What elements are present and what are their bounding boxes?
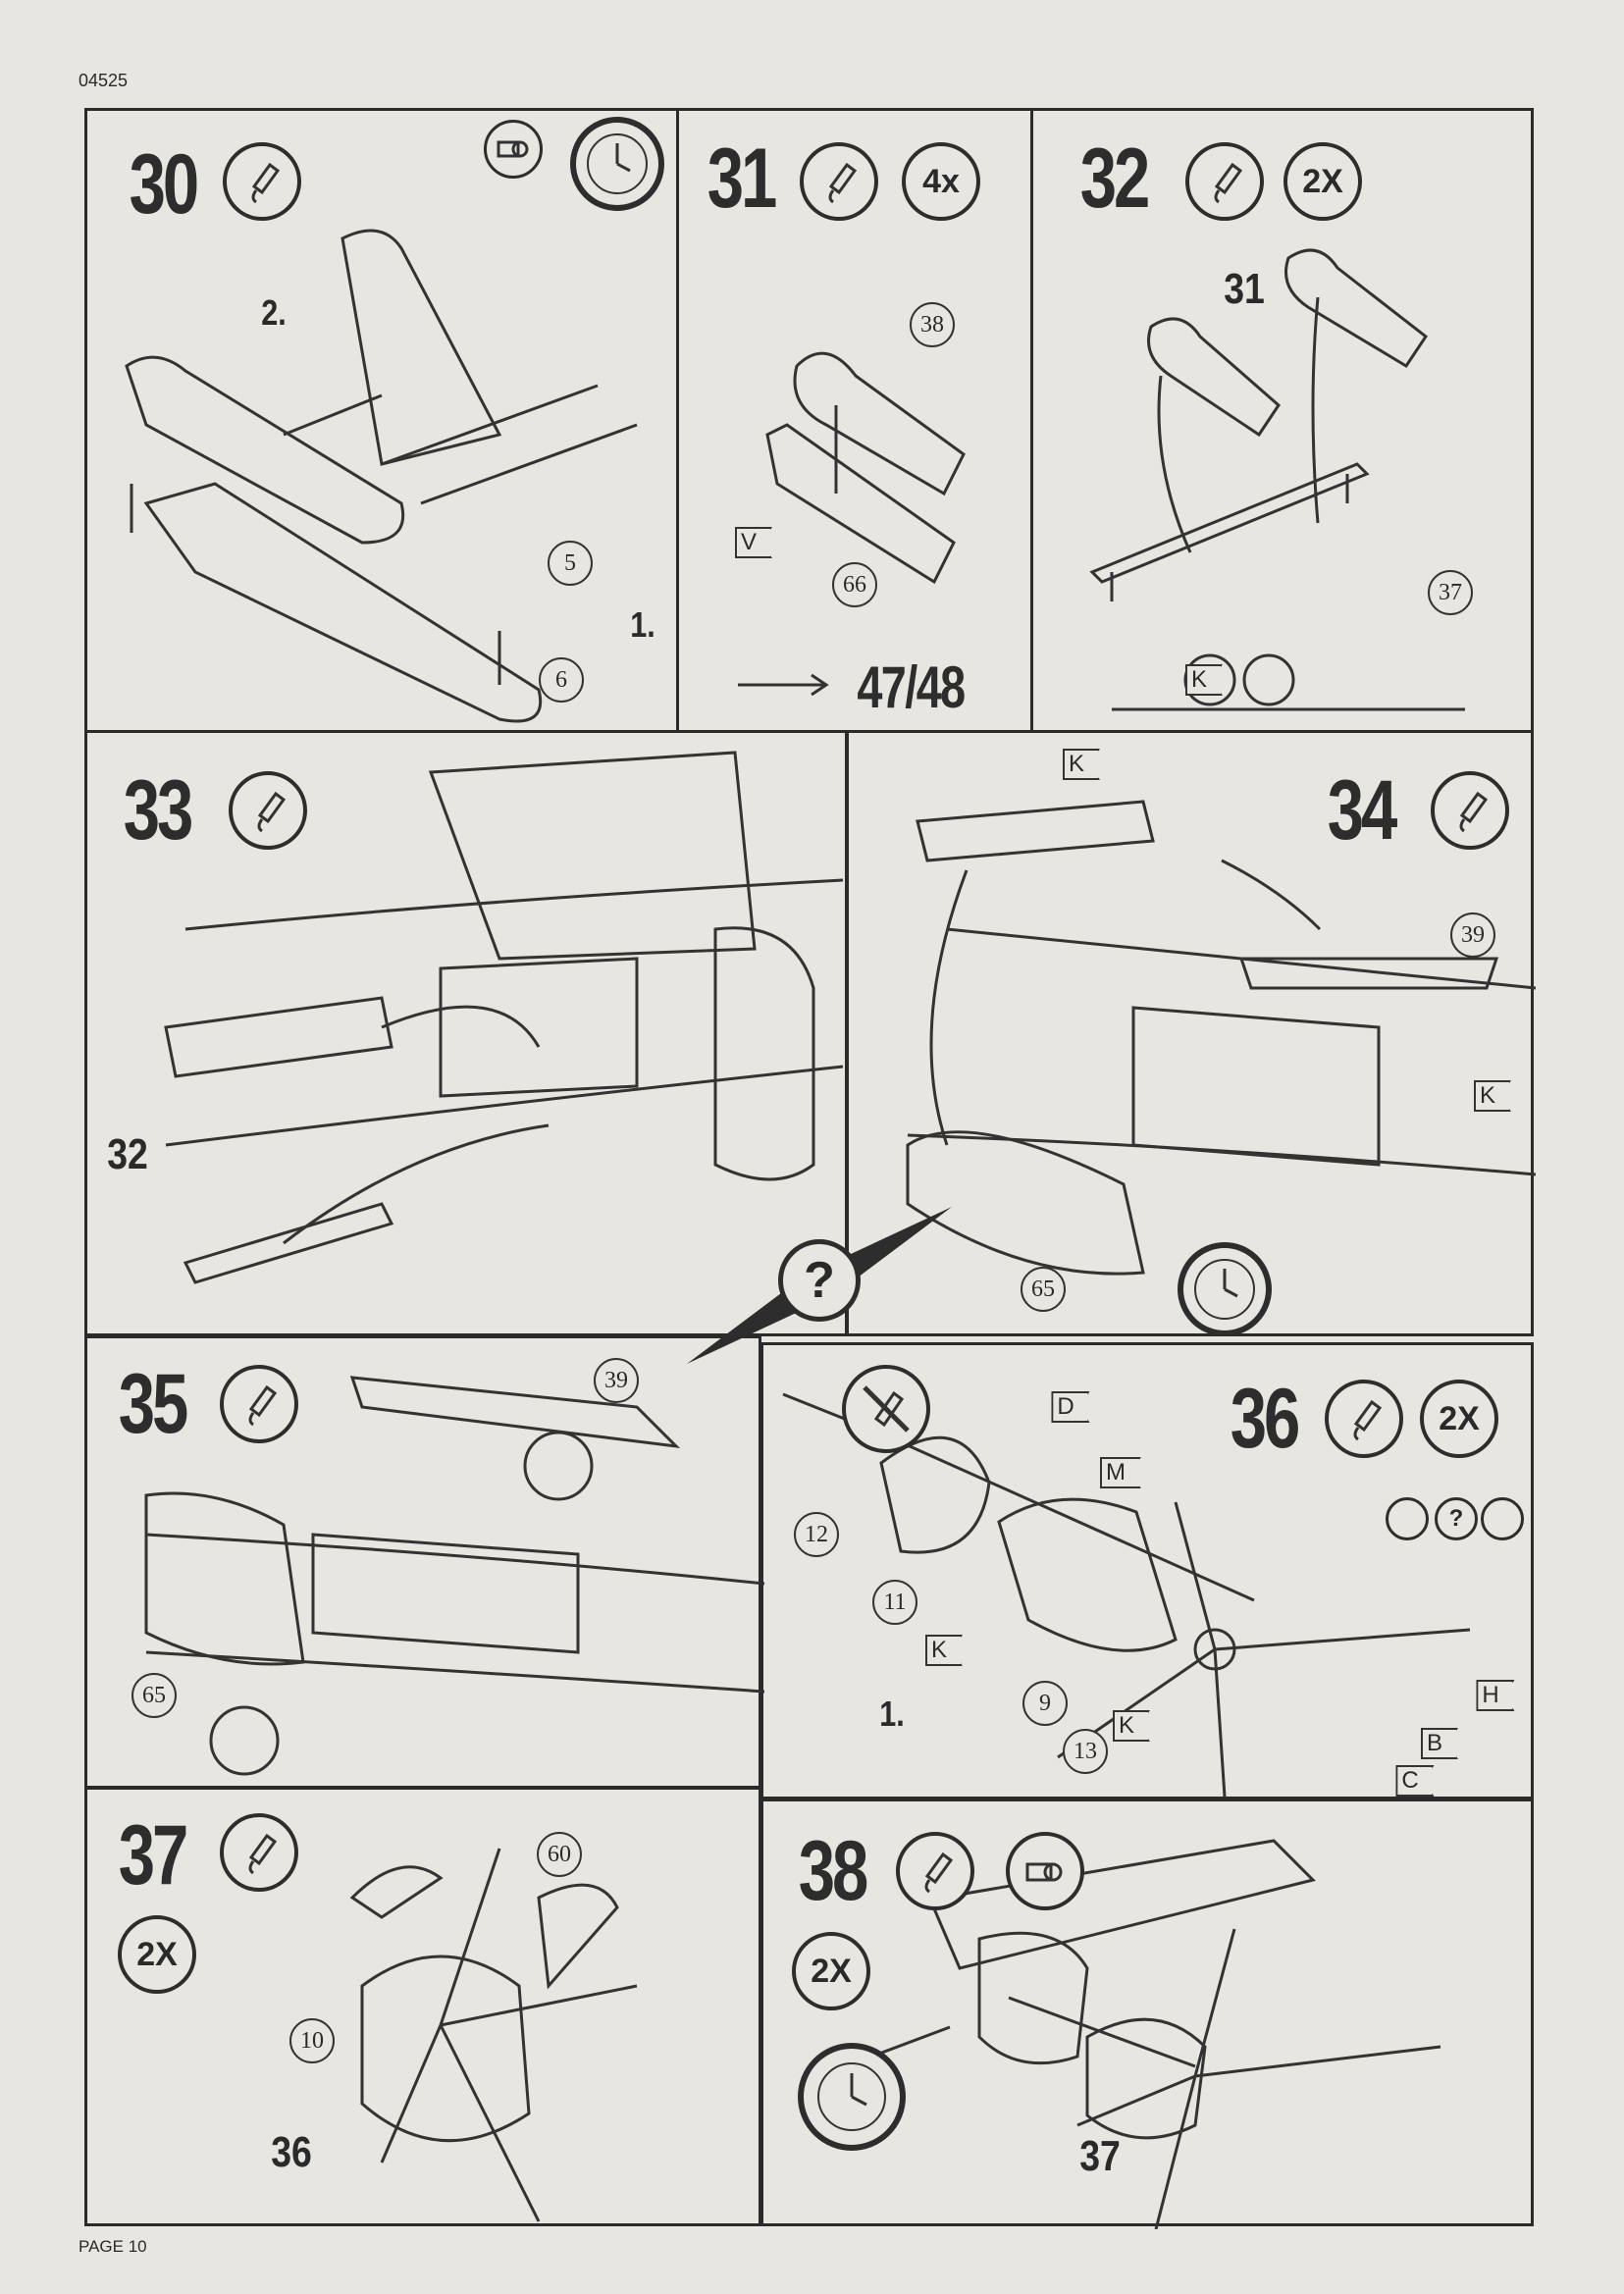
part-callout: 38 bbox=[910, 302, 955, 347]
step-32-panel: 32 2X 31 37 K bbox=[1030, 108, 1534, 733]
quantity-badge: 4x bbox=[902, 142, 980, 221]
step-number: 31 bbox=[707, 131, 777, 226]
glue-icon bbox=[1325, 1380, 1403, 1458]
question-icon: ? bbox=[778, 1239, 861, 1322]
step-30-panel: 30 2. 5 6 1. bbox=[84, 108, 679, 733]
engine-propeller-drawing bbox=[782, 1392, 1471, 1797]
part-callout: 13 bbox=[1063, 1729, 1108, 1774]
quantity-badge: 2X bbox=[118, 1915, 196, 1994]
step-number: 32 bbox=[1079, 131, 1150, 226]
quantity-badge: 2X bbox=[1283, 142, 1362, 221]
bomb-drawing bbox=[738, 351, 966, 697]
glue-icon bbox=[1386, 1497, 1429, 1540]
part-callout: 65 bbox=[1021, 1267, 1066, 1312]
glue-icon bbox=[800, 142, 878, 221]
no-glue-icon bbox=[1481, 1497, 1524, 1540]
quantity-badge: 2X bbox=[1420, 1380, 1498, 1458]
glue-icon bbox=[220, 1365, 298, 1443]
sub-step-label: 1. bbox=[879, 1694, 905, 1734]
part-callout: 66 bbox=[832, 562, 877, 607]
step-number: 30 bbox=[129, 137, 199, 232]
step-35-panel: 35 39 65 bbox=[84, 1335, 764, 1789]
sub-step-label: 2. bbox=[261, 292, 287, 333]
bomb-bay-doors-drawing bbox=[906, 800, 1536, 1276]
part-callout: 12 bbox=[794, 1512, 839, 1557]
glue-icon bbox=[1185, 142, 1264, 221]
part-label: 36 bbox=[271, 2128, 312, 2176]
step-number: 34 bbox=[1327, 763, 1397, 858]
tape-icon bbox=[484, 120, 543, 179]
no-glue-icon bbox=[842, 1365, 930, 1453]
part-callout: 11 bbox=[872, 1580, 917, 1625]
part-callout: 37 bbox=[1428, 570, 1473, 615]
tailplane-drawing bbox=[125, 229, 638, 723]
page-number: PAGE 10 bbox=[79, 2237, 147, 2256]
part-callout: 65 bbox=[131, 1673, 177, 1718]
part-callout: 60 bbox=[537, 1832, 582, 1877]
step-number: 37 bbox=[118, 1808, 188, 1903]
part-label: 32 bbox=[107, 1130, 148, 1178]
kit-code: 04525 bbox=[79, 71, 129, 90]
glue-icon bbox=[229, 771, 307, 850]
bomb-rack-drawing bbox=[1089, 248, 1465, 711]
step-number: 35 bbox=[118, 1357, 188, 1451]
clock-drying-time-icon bbox=[1178, 1242, 1272, 1336]
part-callout: 39 bbox=[594, 1358, 639, 1403]
fuselage-doors-drawing bbox=[144, 1376, 764, 1776]
fuselage-bomb-bay-drawing bbox=[164, 751, 843, 1284]
part-callout: 10 bbox=[289, 2018, 335, 2063]
clock-drying-time-icon bbox=[798, 2043, 906, 2151]
glue-icon bbox=[220, 1813, 298, 1892]
clock-drying-time-icon bbox=[570, 117, 664, 211]
glue-icon bbox=[223, 142, 301, 221]
step-36-panel: 36 2X 12 D M 11 K 9 1. K 13 H B C ? bbox=[760, 1342, 1534, 1799]
step-number: 38 bbox=[798, 1824, 868, 1918]
step-34-panel: 34 K 39 K 65 bbox=[846, 730, 1536, 1336]
part-label: 37 bbox=[1079, 2132, 1121, 2180]
part-label: 31 bbox=[1224, 265, 1265, 313]
step-number: 36 bbox=[1230, 1372, 1300, 1466]
step-number: 33 bbox=[123, 763, 193, 858]
tape-icon bbox=[1006, 1832, 1084, 1910]
part-callout: 6 bbox=[539, 657, 584, 703]
question-icon: ? bbox=[1435, 1497, 1478, 1540]
sprue-letter: K bbox=[924, 1635, 964, 1666]
part-callout: 5 bbox=[548, 541, 593, 586]
sub-step-label: 1. bbox=[630, 604, 655, 645]
step-37-panel: 37 2X 60 10 36 bbox=[84, 1787, 761, 2226]
wing-engine-drawing bbox=[870, 1839, 1441, 2229]
part-callout: 9 bbox=[1022, 1681, 1068, 1726]
reference-steps: 47/48 bbox=[857, 654, 966, 720]
step-31-panel: 31 4x 38 V 66 47/48 bbox=[676, 108, 1033, 733]
engine-cowling-drawing bbox=[349, 1848, 638, 2222]
quantity-badge: 2X bbox=[792, 1932, 870, 2010]
part-callout: 39 bbox=[1450, 912, 1495, 958]
glue-icon bbox=[1431, 771, 1509, 850]
sprue-letter: C bbox=[1395, 1765, 1435, 1797]
glue-icon bbox=[896, 1832, 974, 1910]
step-38-panel: 38 2X 37 bbox=[760, 1799, 1534, 2229]
